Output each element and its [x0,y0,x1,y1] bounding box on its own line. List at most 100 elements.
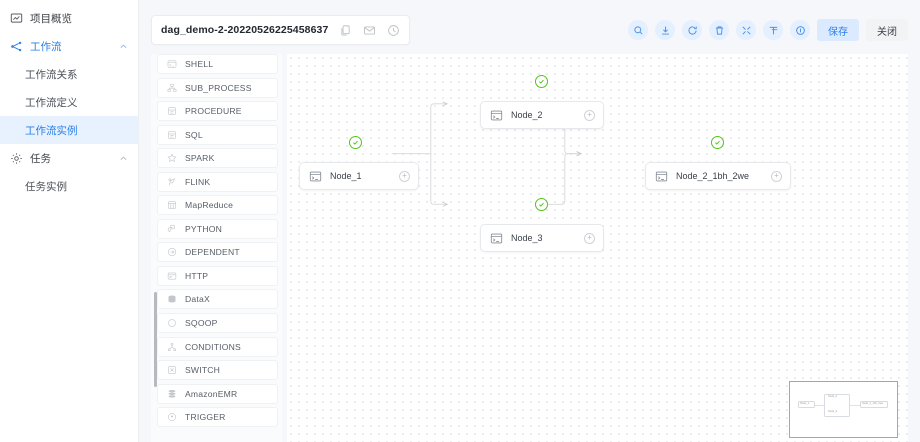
sidebar-item-workflow-relation[interactable]: 工作流关系 [0,60,138,88]
task-type-item-procedure[interactable]: PROCEDURE [157,101,278,122]
sidebar-item-project-overview[interactable]: 项目概览 [0,4,138,32]
minimap[interactable]: Node_2 Node_1 Node_3 Node_2_1bh_2we [789,381,898,438]
task-type-item-sub-process[interactable]: SUB_PROCESS [157,77,278,98]
task-type-item-trigger[interactable]: TRIGGER [157,407,278,428]
sidebar-item-label: 任务 [30,152,51,165]
dag-node-label: Node_2 [511,110,543,120]
search-icon[interactable] [628,20,648,40]
close-button[interactable]: 关闭 [866,19,908,41]
sql-icon [166,129,177,140]
minimap-edge [850,405,862,406]
task-type-label: CONDITIONS [185,341,241,352]
sidebar-item-label: 工作流关系 [25,68,78,81]
palette-scrollbar[interactable] [154,292,157,387]
refresh-icon[interactable] [682,20,702,40]
status-badge [535,198,548,211]
task-type-label: FLINK [185,176,211,187]
minimap-node [824,394,850,417]
task-type-item-datax[interactable]: DataX [157,289,278,310]
chevron-up-icon [119,154,128,163]
sidebar-item-label: 工作流实例 [25,124,78,137]
task-type-item-shell[interactable]: SHELL [157,54,278,74]
task-type-item-amazonemr[interactable]: AmazonEMR [157,383,278,404]
subprocess-icon [166,82,177,93]
overview-icon [9,11,23,25]
sidebar-item-label: 任务实例 [25,180,67,193]
dag-node[interactable]: Node_2 + [480,101,604,129]
flink-icon [166,176,177,187]
task-type-label: MapReduce [185,200,234,211]
shell-icon [489,231,503,245]
minimap-node-label: Node_2_1bh_2we [862,402,884,405]
save-button[interactable]: 保存 [817,19,859,41]
format-layout-icon[interactable] [763,20,783,40]
task-type-item-http[interactable]: HTTP [157,265,278,286]
python-icon [166,223,177,234]
dag-node-port[interactable]: + [584,109,595,121]
dag-action-buttons: 保存 关闭 [628,19,908,41]
status-badge [535,75,548,88]
task-type-item-sqoop[interactable]: SQOOP [157,313,278,334]
minimap-node-label: Node_1 [800,402,810,405]
dag-canvas[interactable]: Node_1 + Node_2 + [287,54,908,442]
minimap-node-label: Node_2 [828,395,838,398]
sidebar-item-workflow-instance[interactable]: 工作流实例 [0,116,138,144]
task-type-palette: SHELL SUB_PROCESS PROCEDURE SQL SPARK FLINK Ma… [151,54,282,442]
delete-icon[interactable] [709,20,729,40]
task-type-label: HTTP [185,270,209,281]
dag-node[interactable]: Node_1 + [299,162,419,190]
task-type-label: SQOOP [185,318,218,329]
status-badge [349,136,362,149]
workflow-icon [9,39,23,53]
task-type-label: TRIGGER [185,412,226,423]
shell-icon [489,108,503,122]
dag-node[interactable]: Node_3 + [480,224,604,252]
shell-icon [308,169,322,183]
dag-node-label: Node_3 [511,233,543,243]
sidebar-item-label: 项目概览 [30,12,72,25]
dag-name-box[interactable]: dag_demo-2-20220526225458637 [151,15,411,45]
task-type-item-mapreduce[interactable]: MapReduce [157,195,278,216]
http-icon [166,270,177,281]
dag-node[interactable]: Node_2_1bh_2we + [645,162,791,190]
task-type-item-flink[interactable]: FLINK [157,171,278,192]
dag-node-port[interactable]: + [399,170,410,182]
info-icon[interactable] [790,20,810,40]
copy-icon[interactable] [339,24,352,37]
amazonemr-icon [166,388,177,399]
sidebar-item-workflow[interactable]: 工作流 [0,32,138,60]
download-icon[interactable] [655,20,675,40]
dag-node-port[interactable]: + [584,232,595,244]
minimap-edge [814,405,826,406]
sidebar-item-label: 工作流定义 [25,96,78,109]
task-type-item-sql[interactable]: SQL [157,124,278,145]
sqoop-icon [166,318,177,329]
sidebar-item-task[interactable]: 任务 [0,144,138,172]
minimap-node [798,401,815,408]
clock-icon[interactable] [387,24,400,37]
task-type-label: PROCEDURE [185,106,242,117]
mail-icon[interactable] [363,24,376,37]
task-type-item-spark[interactable]: SPARK [157,148,278,169]
task-type-label: AmazonEMR [185,388,238,399]
task-type-label: SHELL [185,59,214,69]
sidebar-item-workflow-definition[interactable]: 工作流定义 [0,88,138,116]
task-type-item-dependent[interactable]: DEPENDENT [157,242,278,263]
dag-name-text: dag_demo-2-20220526225458637 [161,24,329,36]
status-badge [711,136,724,149]
task-type-label: DataX [185,294,210,305]
sidebar-item-task-instance[interactable]: 任务实例 [0,172,138,200]
main-content: dag_demo-2-20220526225458637 [139,0,920,442]
fullscreen-icon[interactable] [736,20,756,40]
mapreduce-icon [166,200,177,211]
dag-node-port[interactable]: + [771,170,782,182]
dag-node-label: Node_2_1bh_2we [676,171,750,181]
task-type-item-python[interactable]: PYTHON [157,218,278,239]
task-type-item-switch[interactable]: SWITCH [157,360,278,381]
task-type-item-conditions[interactable]: CONDITIONS [157,336,278,357]
trigger-icon [166,412,177,423]
minimap-node-label: Node_3 [828,410,838,413]
task-type-label: PYTHON [185,223,223,234]
task-type-label: SUB_PROCESS [185,82,252,93]
